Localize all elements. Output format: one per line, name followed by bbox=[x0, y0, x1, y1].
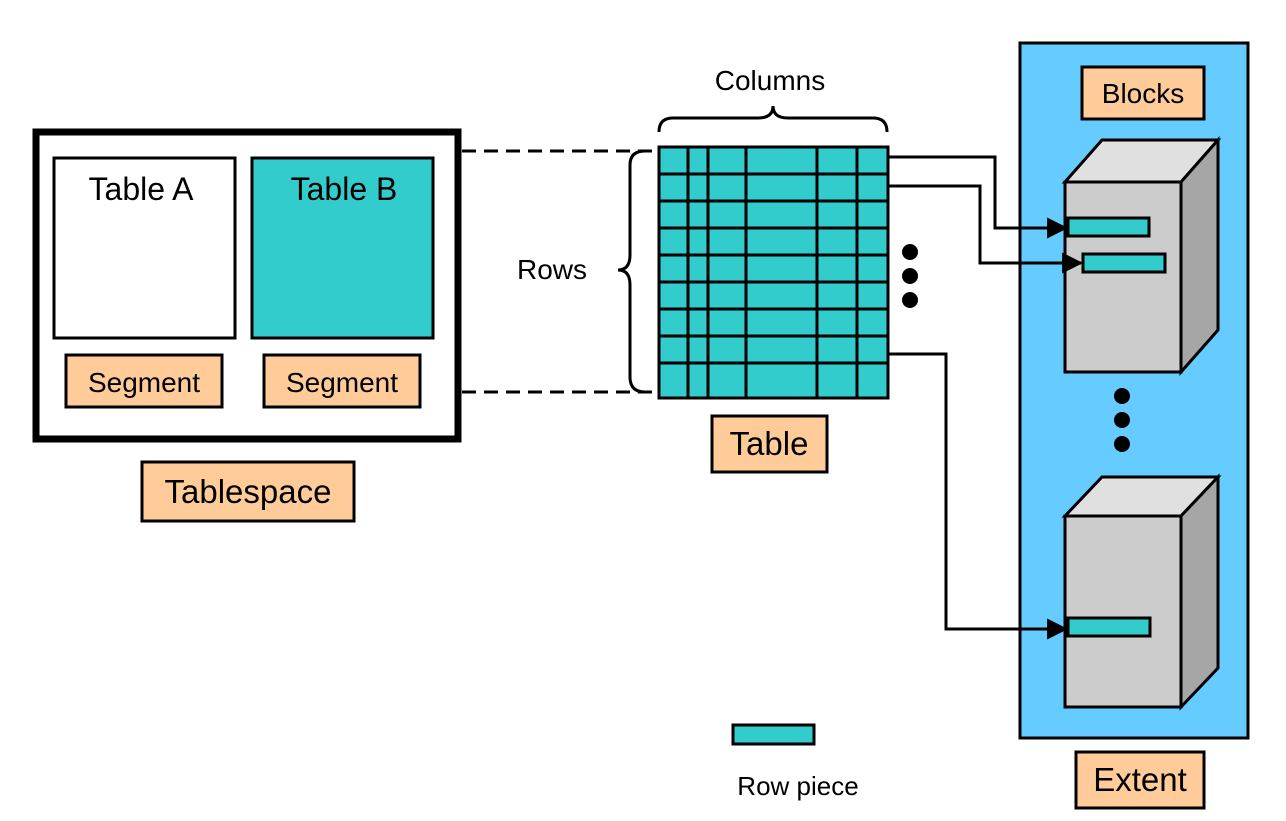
table-label-box bbox=[710, 414, 829, 474]
table-grid-body bbox=[657, 145, 890, 400]
segment-a-label: Segment bbox=[88, 367, 200, 398]
ellipsis-dot bbox=[1114, 412, 1130, 428]
table-b-box bbox=[250, 156, 435, 340]
block-front-face bbox=[1063, 180, 1183, 374]
table-grid bbox=[657, 145, 890, 400]
row-piece bbox=[1066, 216, 1151, 238]
row-piece bbox=[1081, 252, 1167, 274]
legend-row-piece-label: Row piece bbox=[737, 771, 858, 801]
extent-label-box bbox=[1074, 750, 1206, 810]
block-side-face bbox=[1179, 136, 1220, 376]
row-piece bbox=[1066, 616, 1152, 638]
legend-row-piece-swatch bbox=[731, 723, 816, 746]
tablespace-group: Table A Table B Segment Segment Tablespa… bbox=[32, 128, 462, 523]
table-a-box bbox=[52, 156, 237, 340]
row-arrow-1 bbox=[888, 155, 1069, 239]
data-block-1 bbox=[1061, 136, 1222, 376]
ellipsis-dot bbox=[902, 244, 918, 260]
extent-group: Blocks Extent bbox=[1018, 41, 1250, 810]
row-arrow-3 bbox=[888, 352, 1069, 640]
blocks-label: Blocks bbox=[1102, 78, 1184, 109]
ellipsis-dot bbox=[1114, 436, 1130, 452]
rows-label: Rows bbox=[517, 254, 587, 285]
table-label: Table bbox=[730, 425, 809, 462]
columns-label: Columns bbox=[715, 65, 825, 96]
block-front-face bbox=[1063, 514, 1183, 709]
table-b-label: Table B bbox=[291, 171, 398, 207]
data-block-2 bbox=[1061, 473, 1222, 711]
segment-b-label: Segment bbox=[286, 367, 398, 398]
ellipsis-dot bbox=[902, 292, 918, 308]
columns-brace bbox=[657, 105, 889, 133]
table-a-label: Table A bbox=[89, 171, 195, 207]
ellipsis-dot bbox=[1114, 388, 1130, 404]
block-side-face bbox=[1179, 473, 1220, 711]
row-arrow-2 bbox=[888, 184, 1084, 274]
rows-brace bbox=[617, 149, 646, 394]
segment-b-box bbox=[262, 353, 422, 409]
tablespace-label-box bbox=[140, 460, 356, 523]
ellipsis-dot bbox=[902, 268, 918, 284]
extent-label: Extent bbox=[1093, 761, 1187, 798]
tablespace-label: Tablespace bbox=[165, 473, 332, 510]
blocks-label-box bbox=[1080, 65, 1206, 121]
segment-a-box bbox=[64, 353, 224, 409]
